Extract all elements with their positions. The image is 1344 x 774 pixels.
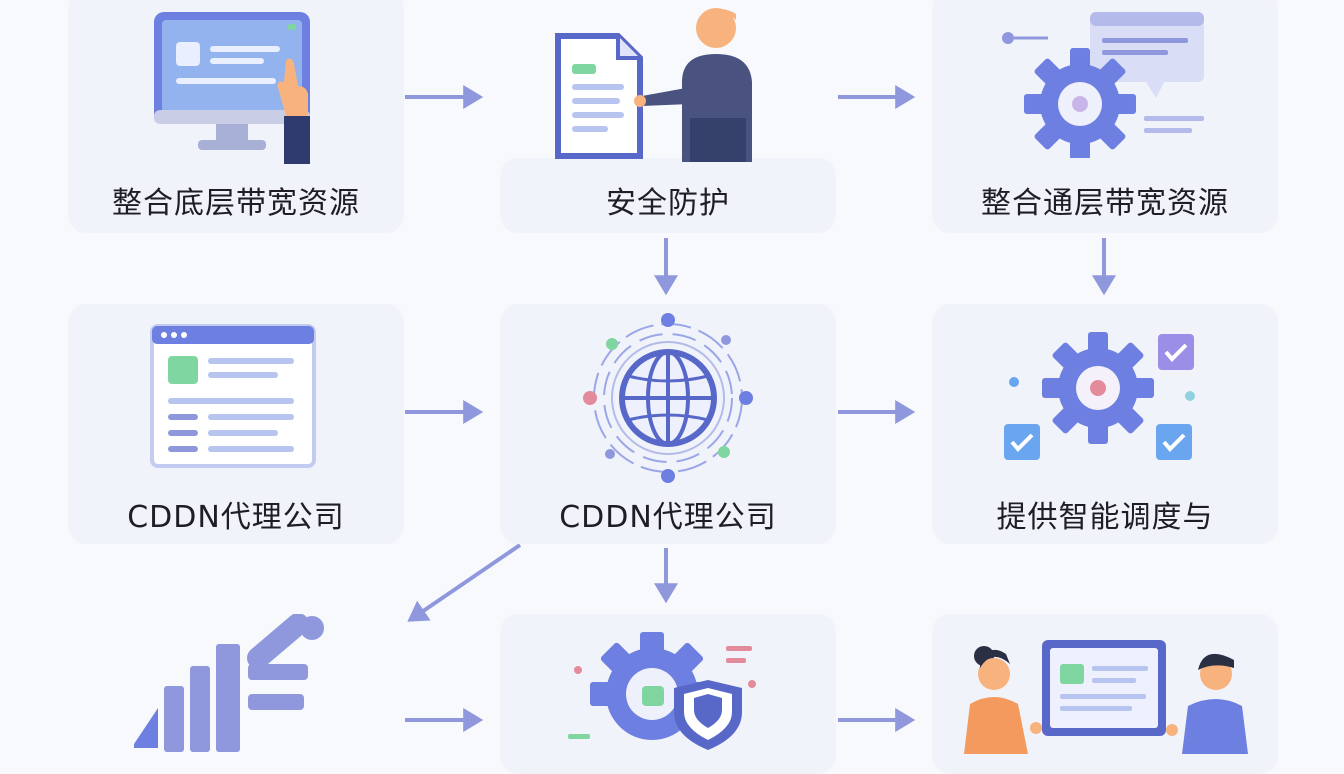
node-label: CDDN代理公司 xyxy=(127,500,345,535)
bar-chart-robot-icon xyxy=(134,614,324,752)
node-n4: CDDN代理公司 xyxy=(68,304,404,544)
gear-shield-icon xyxy=(568,632,756,750)
node-n8 xyxy=(500,614,836,774)
node-label: 提供智能调度与 xyxy=(996,500,1214,535)
node-n7 xyxy=(68,614,404,774)
gear-chat-icon xyxy=(1002,12,1204,158)
node-label: CDDN代理公司 xyxy=(559,500,777,535)
node-label: 安全防护 xyxy=(606,186,730,221)
node-label: 整合通层带宽资源 xyxy=(981,186,1229,221)
node-n1: 整合底层带宽资源 xyxy=(68,0,404,233)
globe-network-icon xyxy=(583,313,753,483)
node-n6: 提供智能调度与 xyxy=(932,304,1278,544)
document-person-icon xyxy=(555,8,752,162)
node-label: 整合底层带宽资源 xyxy=(112,186,360,221)
computer-monitor-icon xyxy=(154,12,310,164)
flow-arrows xyxy=(405,85,1116,732)
gear-checklist-icon xyxy=(1004,332,1195,460)
people-laptop-icon xyxy=(964,640,1248,754)
arrow-n5-n7 xyxy=(407,543,522,622)
node-n9 xyxy=(932,614,1278,774)
node-n5: CDDN代理公司 xyxy=(500,304,836,544)
node-n2: 安全防护 xyxy=(500,0,836,233)
node-n3: 整合通层带宽资源 xyxy=(932,0,1278,233)
browser-window-icon xyxy=(150,324,316,468)
